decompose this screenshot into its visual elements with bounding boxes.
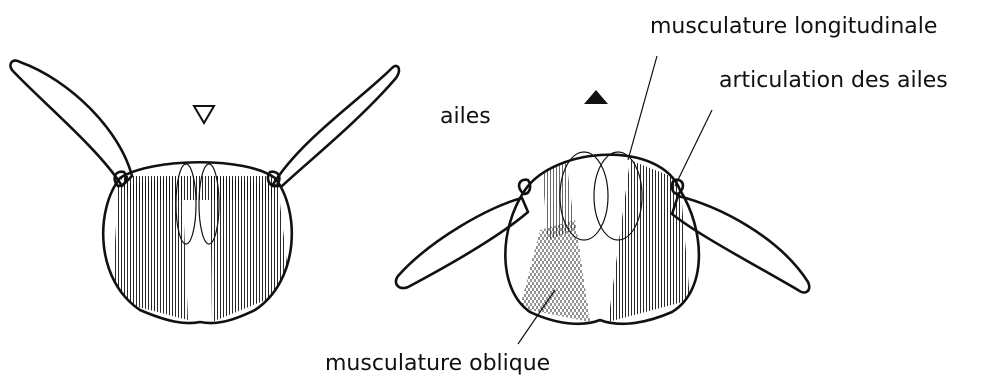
label-wing-articulation: articulation des ailes <box>719 70 948 92</box>
label-oblique-musculature: musculature oblique <box>325 353 550 375</box>
leader-articulation <box>675 110 712 186</box>
left-thorax <box>10 61 399 323</box>
up-triangle-marker <box>584 90 608 104</box>
left-wing-right <box>272 66 399 186</box>
right-wing-right <box>672 196 809 292</box>
leader-longitudinal <box>628 56 657 160</box>
down-triangle-marker <box>194 106 214 123</box>
left-wing-left <box>10 61 132 186</box>
label-wings: ailes <box>440 106 491 128</box>
label-longitudinal-musculature: musculature longitudinale <box>650 16 937 38</box>
